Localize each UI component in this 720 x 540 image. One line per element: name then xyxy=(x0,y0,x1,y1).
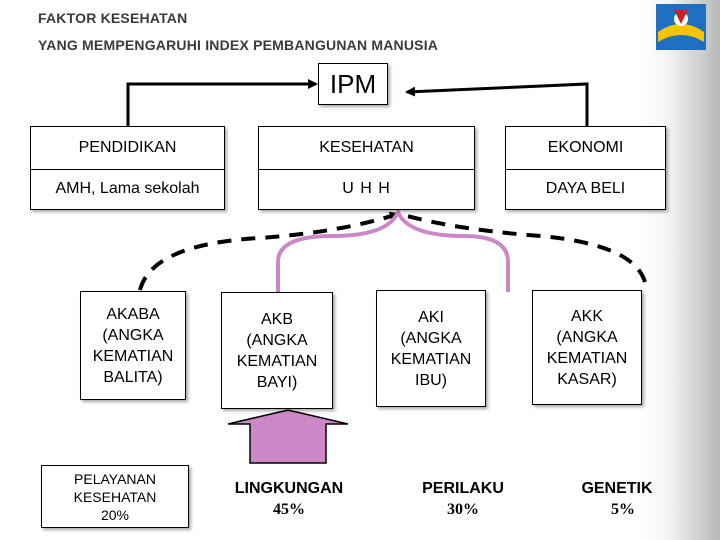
organization-logo-icon xyxy=(656,4,706,50)
factor-pelayanan-name: PELAYANAN xyxy=(74,470,156,487)
arrow-ekonomi-to-ipm xyxy=(405,82,589,127)
mortality-box-akaba: AKABA (ANGKA KEMATIAN BALITA) xyxy=(80,291,186,400)
pillar-pendidikan-header: PENDIDIKAN xyxy=(78,139,177,156)
slide-title-line-2: YANG MEMPENGARUHI INDEX PEMBANGUNAN MANU… xyxy=(38,37,439,53)
mortality-aki-line-2: (ANGKA xyxy=(400,329,462,347)
mortality-akb-line-3: KEMATIAN xyxy=(236,352,318,370)
factor-pelayanan-pct: 20% xyxy=(100,506,130,523)
pillar-kesehatan-sub: U H H xyxy=(342,180,391,197)
mortality-akk-line-2: (ANGKA xyxy=(556,328,618,346)
mortality-akaba-line-3: KEMATIAN xyxy=(92,347,174,365)
slide-title-line-1: FAKTOR KESEHATAN xyxy=(38,10,188,26)
mortality-akk-line-4: KASAR) xyxy=(557,370,617,388)
mortality-aki-line-1: AKI xyxy=(418,308,444,326)
factor-pelayanan-name-2: KESEHATAN xyxy=(73,488,157,505)
mortality-akaba-line-4: BALITA) xyxy=(103,368,163,386)
ipm-box: IPM xyxy=(318,63,388,105)
factor-genetik-pct: 5% xyxy=(611,501,635,518)
pillar-kesehatan-header: KESEHATAN xyxy=(319,139,414,156)
pillar-ekonomi-sub: DAYA BELI xyxy=(545,180,626,197)
mortality-akb-line-1: AKB xyxy=(260,310,293,328)
factor-genetik-label: GENETIK 5% xyxy=(562,478,672,520)
mortality-akk-line-3: KEMATIAN xyxy=(546,349,628,367)
mortality-akaba-line-2: (ANGKA xyxy=(102,326,164,344)
pillar-pendidikan-sub: AMH, Lama sekolah xyxy=(55,180,200,197)
mortality-box-aki: AKI (ANGKA KEMATIAN IBU) xyxy=(376,290,486,407)
mortality-akk-line-1: AKK xyxy=(570,307,603,325)
mortality-akaba-line-1: AKABA xyxy=(106,305,160,323)
factor-lingkungan-name: LINGKUNGAN xyxy=(234,480,344,497)
pillar-ekonomi-box: EKONOMI DAYA BELI xyxy=(505,126,666,210)
factor-pelayanan-box: PELAYANAN KESEHATAN 20% xyxy=(41,465,189,528)
mortality-aki-line-4: IBU) xyxy=(415,371,447,389)
pillar-pendidikan-box: PENDIDIKAN AMH, Lama sekolah xyxy=(30,126,225,210)
factor-genetik-name: GENETIK xyxy=(581,480,653,497)
pink-brace-connector xyxy=(276,206,510,292)
mortality-aki-line-3: KEMATIAN xyxy=(390,350,472,368)
dashed-arc-left xyxy=(138,211,400,291)
pillar-ekonomi-header: EKONOMI xyxy=(547,139,624,156)
pillar-kesehatan-box: KESEHATAN U H H xyxy=(258,126,475,210)
factor-lingkungan-label: LINGKUNGAN 45% xyxy=(214,478,364,520)
factor-lingkungan-pct: 45% xyxy=(273,501,305,518)
mortality-akb-line-4: BAYI) xyxy=(256,373,298,391)
mortality-box-akk: AKK (ANGKA KEMATIAN KASAR) xyxy=(532,290,642,405)
mortality-box-akb: AKB (ANGKA KEMATIAN BAYI) xyxy=(221,292,333,409)
factor-perilaku-pct: 30% xyxy=(447,501,479,518)
slide-side-gradient xyxy=(640,0,720,540)
dashed-arc-right xyxy=(399,212,647,283)
factor-perilaku-label: PERILAKU 30% xyxy=(390,478,536,520)
factor-perilaku-name: PERILAKU xyxy=(422,480,504,497)
pink-up-arrow xyxy=(227,409,349,464)
mortality-akb-line-2: (ANGKA xyxy=(246,331,308,349)
arrow-pendidikan-to-ipm xyxy=(126,79,318,127)
